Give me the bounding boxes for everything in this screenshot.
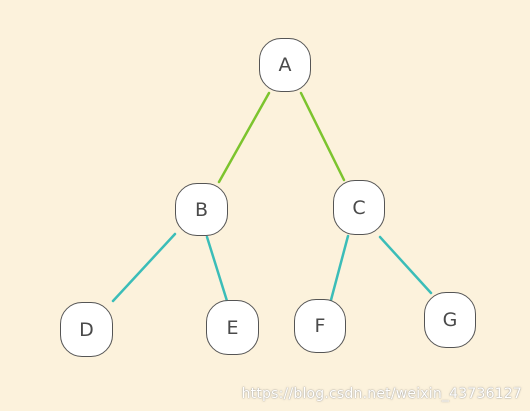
node-f: F (294, 299, 346, 353)
node-d: D (60, 302, 113, 357)
edge-b-d (111, 232, 177, 303)
node-g: G (424, 292, 476, 348)
node-c: C (333, 180, 385, 235)
edge-a-b (217, 91, 271, 184)
node-a: A (259, 38, 311, 92)
edge-b-e (205, 235, 229, 303)
edge-a-c (299, 91, 346, 182)
edge-c-f (329, 234, 350, 302)
watermark-text: https://blog.csdn.net/weixin_43736127 (241, 386, 522, 402)
edge-c-g (378, 235, 433, 295)
node-e: E (206, 300, 259, 355)
node-b: B (175, 183, 228, 236)
